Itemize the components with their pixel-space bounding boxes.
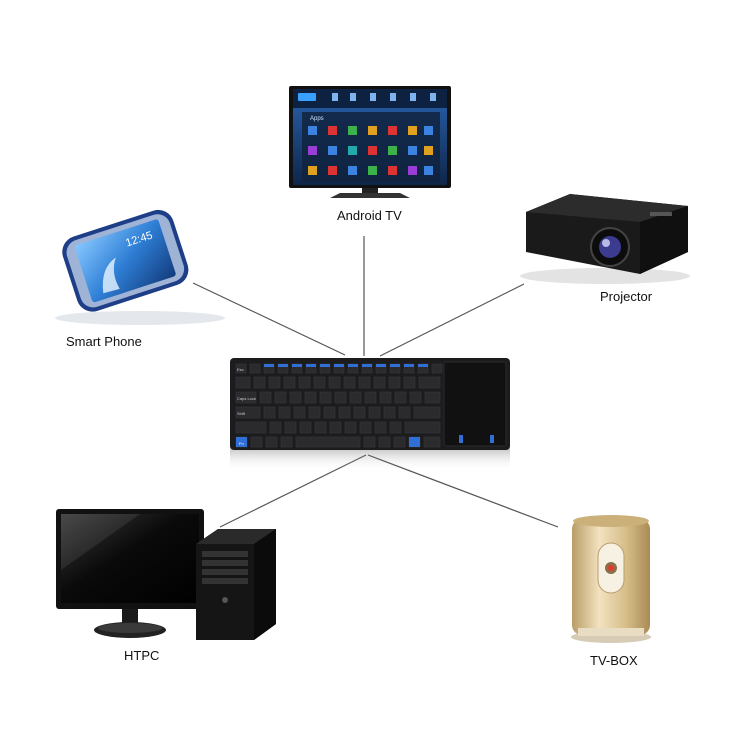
tv-box-icon (571, 515, 651, 643)
projector-icon (520, 194, 690, 284)
key-shift: Shift (237, 411, 246, 416)
key-esc: Esc (237, 367, 244, 372)
label-tv-box: TV-BOX (590, 653, 638, 668)
key-fn: Fn (239, 441, 244, 446)
label-projector: Projector (600, 289, 653, 304)
line-to-smart-phone (192, 282, 346, 356)
line-to-projector (379, 283, 525, 357)
label-android-tv: Android TV (337, 208, 402, 223)
tv-screen-title: Apps (310, 116, 324, 122)
android-tv-icon: Apps (289, 86, 451, 198)
htpc-icon (56, 509, 276, 640)
label-smart-phone: Smart Phone (66, 334, 142, 349)
label-htpc: HTPC (124, 648, 160, 663)
key-caps: Caps Lock (237, 396, 256, 401)
smart-phone-icon: 12:45 (55, 209, 225, 325)
wireless-keyboard-icon: Esc Caps Lock Shift Fn (230, 358, 510, 471)
